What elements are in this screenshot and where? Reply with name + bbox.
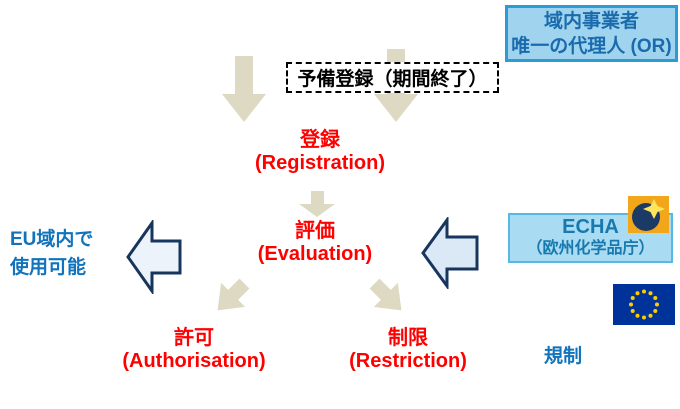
pre-registration-label: 予備登録（期間終了） <box>297 69 488 90</box>
or-box-line1: 域内事業者 <box>543 10 639 32</box>
authorisation-label-en: (Authorisation) <box>122 350 266 372</box>
usable-line2: 使用可能 <box>10 257 87 278</box>
arrow-diagonal-right-shape <box>369 278 402 311</box>
echa-logo-icon <box>628 196 669 233</box>
evaluation-label-en: (Evaluation) <box>257 243 373 265</box>
echa-line1: ECHA <box>562 216 619 238</box>
regulation-label: 規制 <box>528 343 598 371</box>
restriction-label-en: (Restriction) <box>349 350 467 372</box>
arrow-diagonal-left-shape <box>217 278 250 311</box>
pre-registration-box: 予備登録（期間終了） <box>286 62 499 93</box>
arrow-down-left-shape <box>222 56 266 122</box>
only-representative-box: 域内事業者 唯一の代理人 (OR) <box>505 5 678 62</box>
usable-line1: EU域内で <box>10 229 94 250</box>
echa-line2: （欧州化学品庁） <box>526 240 655 257</box>
authorisation-label-jp: 許可 <box>174 327 214 349</box>
arrow-left-echa-icon <box>421 217 479 289</box>
eu-flag-icon <box>613 284 675 325</box>
restriction-label-jp: 制限 <box>388 327 428 349</box>
registration-label-en: (Registration) <box>255 152 385 174</box>
evaluation-label-jp: 評価 <box>295 220 335 242</box>
registration-node: 登録 (Registration) <box>220 129 420 175</box>
arrow-down-small-icon <box>299 191 335 217</box>
arrow-down-small-shape <box>299 191 335 217</box>
restriction-node: 制限 (Restriction) <box>313 327 503 373</box>
authorisation-node: 許可 (Authorisation) <box>94 327 294 373</box>
usable-in-eu-label: EU域内で 使用可能 <box>10 226 130 282</box>
registration-label-jp: 登録 <box>300 129 340 151</box>
arrow-down-left-icon <box>222 56 266 122</box>
arrow-diagonal-left-icon <box>217 278 250 311</box>
or-box-line2: 唯一の代理人 (OR) <box>511 35 672 57</box>
arrow-left-usable-shape <box>126 220 182 294</box>
arrow-left-echa-shape <box>421 217 479 289</box>
regulation-text: 規制 <box>543 346 582 367</box>
echa-logo-star <box>643 199 665 219</box>
evaluation-node: 評価 (Evaluation) <box>215 220 415 266</box>
eu-flag-stars <box>629 289 659 320</box>
arrow-diagonal-right-icon <box>369 278 402 311</box>
arrow-left-usable-icon <box>126 220 182 294</box>
